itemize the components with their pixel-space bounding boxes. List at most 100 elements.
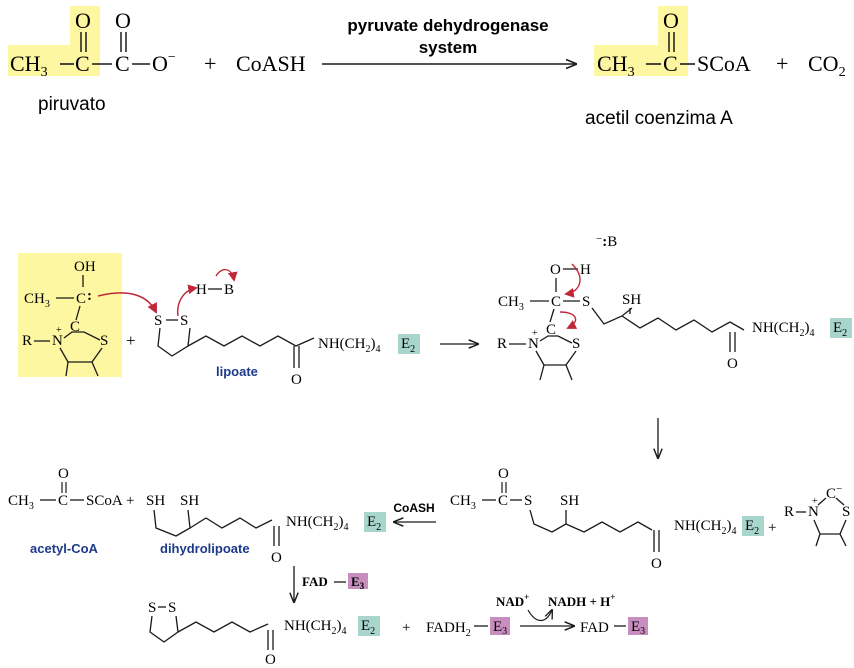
red-arrow-hb (215, 269, 238, 282)
svg-text:H: H (196, 282, 207, 298)
pyruvate-o2: O (115, 8, 131, 33)
svg-text:R: R (22, 333, 32, 349)
coash-label: CoASH (393, 501, 434, 515)
svg-text:E3: E3 (351, 574, 365, 591)
svg-text:C: C (70, 319, 80, 335)
svg-text:O: O (58, 466, 69, 482)
svg-text:SCoA: SCoA (697, 51, 751, 76)
svg-text:+: + (402, 620, 410, 636)
label-lipoate: lipoate (216, 364, 258, 379)
svg-text:R: R (784, 504, 794, 520)
svg-text:E2: E2 (367, 514, 381, 533)
plus-top-1: + (204, 51, 216, 76)
nad-reaction: NAD+ NADH + H+ (496, 592, 615, 622)
svg-text:E2: E2 (833, 320, 847, 339)
lipoate-e2: S S O NH(CH2)4 E2 (154, 313, 420, 388)
enzyme-name-line2: system (419, 38, 478, 57)
svg-text:OH: OH (74, 259, 96, 275)
plus-top-2: + (776, 51, 788, 76)
svg-text:R: R (497, 336, 507, 352)
svg-text:C: C (551, 294, 561, 310)
svg-text:O: O (291, 372, 302, 388)
svg-text:C: C (58, 493, 68, 509)
svg-text:C: C (826, 486, 836, 502)
svg-text:H: H (580, 262, 591, 278)
svg-text:B: B (224, 282, 234, 298)
svg-text:N: N (52, 333, 63, 349)
red-arrow-oh (564, 263, 581, 298)
svg-text:+: + (56, 325, 62, 336)
svg-text:O: O (727, 356, 738, 372)
svg-text:NAD+: NAD+ (496, 592, 529, 609)
fad-e3-out: FAD E3 (580, 617, 648, 637)
svg-text:C: C (498, 493, 508, 509)
svg-text:E3: E3 (493, 619, 507, 637)
svg-text::: : (87, 288, 92, 304)
pyruvate-highlight (8, 6, 100, 76)
svg-text:SH: SH (146, 493, 165, 509)
svg-text:NH(CH2)4: NH(CH2)4 (284, 618, 347, 637)
svg-text:CH3: CH3 (24, 291, 50, 310)
coash-top: CoASH (236, 51, 306, 76)
svg-text:O: O (265, 652, 276, 668)
red-arrow-attack (97, 292, 157, 314)
svg-text:NH(CH2)4: NH(CH2)4 (318, 336, 381, 355)
svg-text:FAD: FAD (580, 620, 609, 636)
red-arrow-cn (559, 311, 578, 329)
svg-text:NH(CH2)4: NH(CH2)4 (286, 514, 349, 533)
pyruvate-ch3: CH3 (10, 51, 48, 80)
svg-text:NH(CH2)4: NH(CH2)4 (674, 518, 737, 537)
svg-text:E2: E2 (745, 518, 759, 537)
tpp-adduct: OH CH3 C : C R N + S (22, 259, 108, 377)
acetyl-lipoamide-e2: CH3 C O S SH O NH(CH2)4 E2 + (450, 466, 776, 572)
pyruvate-c1: C (75, 51, 90, 76)
acetyl-coa-structure: CH3 C O SCoA (597, 8, 751, 80)
lipoamide-regenerated: S S O NH(CH2)4 E2 + (148, 600, 410, 668)
svg-text:S: S (154, 313, 162, 329)
svg-text:+: + (812, 496, 818, 507)
svg-text:O: O (550, 262, 561, 278)
svg-text:O: O (663, 8, 679, 33)
svg-text:C: C (546, 322, 556, 338)
plus-mech: + (126, 331, 136, 350)
svg-text:S: S (524, 493, 532, 509)
svg-text:+: + (768, 520, 776, 536)
svg-text:CH3: CH3 (597, 51, 635, 80)
co2: CO2 (808, 51, 846, 80)
svg-text:O: O (651, 556, 662, 572)
svg-text:NH(CH2)4: NH(CH2)4 (752, 320, 815, 339)
svg-text:O: O (271, 550, 282, 566)
pyruvate-c2: C (115, 51, 130, 76)
svg-text:S: S (100, 333, 108, 349)
pyruvate-o1: O (75, 8, 91, 33)
dihydrolipoate-e2: SH SH O NH(CH2)4 E2 (146, 493, 386, 566)
svg-text:FADH2: FADH2 (426, 620, 471, 639)
svg-text:CH3: CH3 (498, 294, 524, 313)
label-dihydrolipoate: dihydrolipoate (160, 541, 250, 556)
svg-text:O: O (498, 466, 509, 482)
svg-text:N: N (808, 504, 819, 520)
svg-text:S: S (168, 600, 176, 616)
svg-text:SH: SH (622, 292, 641, 308)
intermediate: −:B O H CH3 C S SH C R N + S O NH(CH2)4 … (497, 233, 852, 381)
svg-text:S: S (180, 313, 188, 329)
label-acetyl-coa: acetyl-CoA (30, 541, 99, 556)
svg-text:+: + (532, 328, 538, 339)
svg-text:S: S (572, 336, 580, 352)
svg-text:−:B: −:B (596, 233, 617, 250)
svg-text:SH: SH (560, 493, 579, 509)
svg-text:CH3: CH3 (450, 493, 476, 512)
svg-text:N: N (528, 336, 539, 352)
svg-text:−: − (836, 483, 842, 495)
svg-text:FAD: FAD (302, 574, 328, 589)
svg-text:SH: SH (180, 493, 199, 509)
svg-text:S: S (842, 504, 850, 520)
svg-text:S: S (148, 600, 156, 616)
tpp-ylide: R N + C − S (784, 483, 850, 547)
svg-text:S: S (582, 294, 590, 310)
pyruvate-ominus: O− (152, 50, 176, 76)
label-acetil-coenzima: acetil coenzima A (585, 108, 733, 129)
hb-base: H B (196, 282, 234, 298)
svg-text:C: C (663, 51, 678, 76)
